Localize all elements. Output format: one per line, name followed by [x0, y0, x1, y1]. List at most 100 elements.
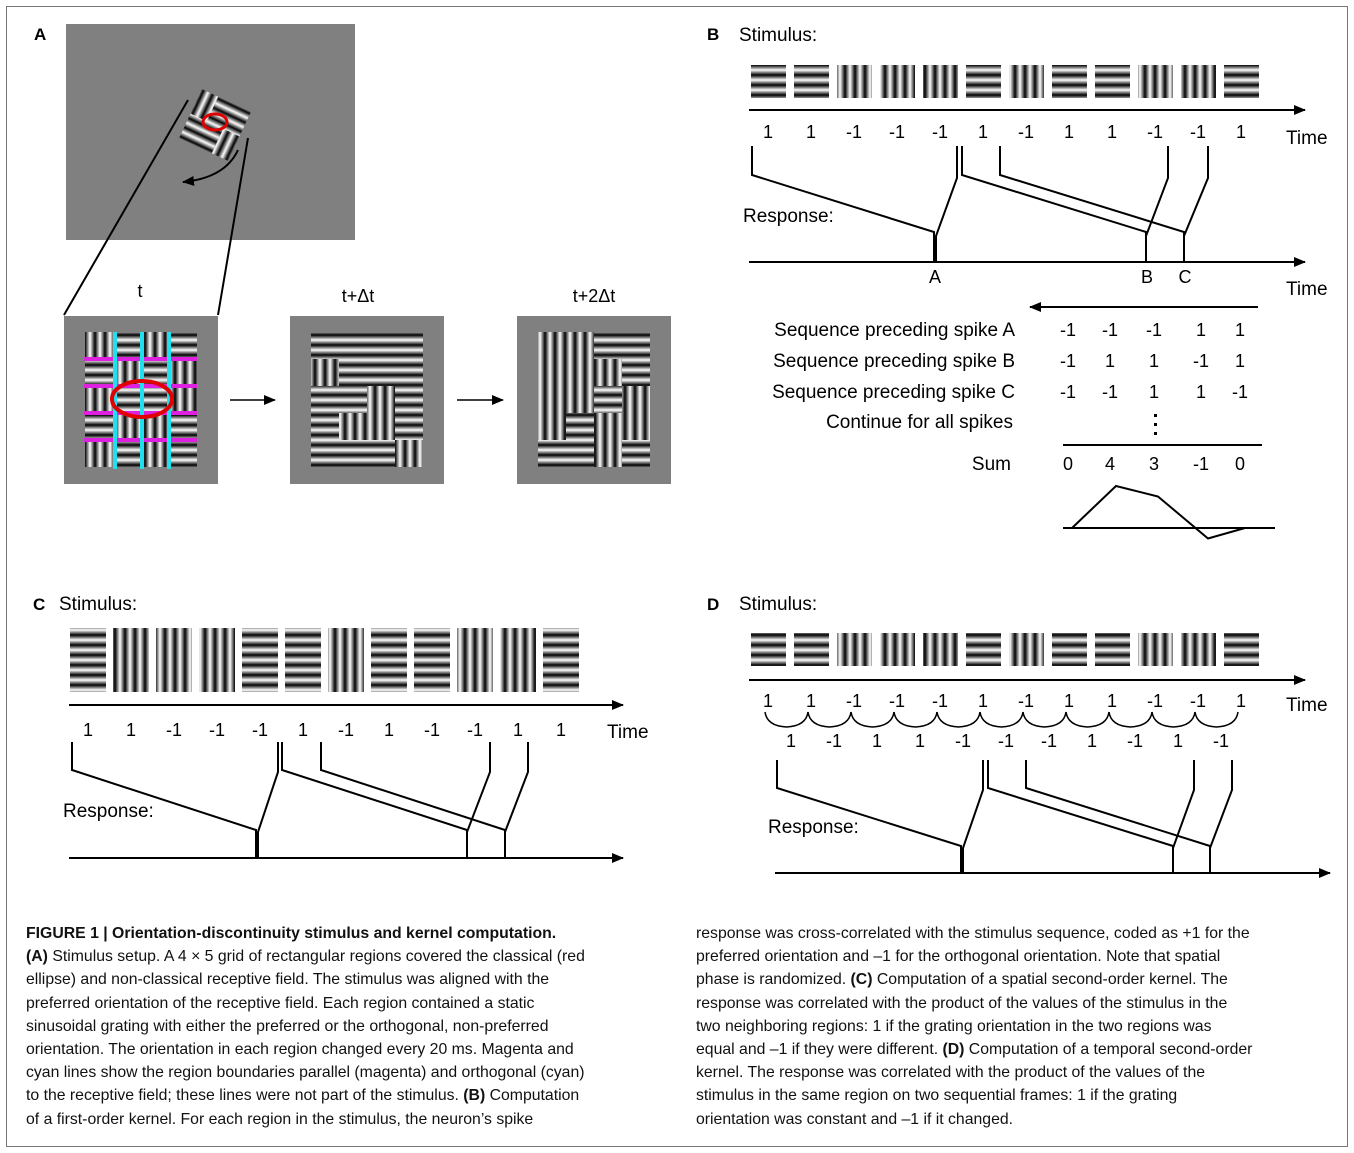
- grating-region: [339, 386, 367, 413]
- product-value: -1: [955, 731, 971, 751]
- grating-region: [594, 440, 622, 467]
- grating-region: [395, 359, 423, 386]
- stimulus-value: 1: [763, 691, 773, 711]
- stimulus-value: 1: [298, 720, 308, 740]
- sequence-value: 1: [1105, 351, 1115, 371]
- stimulus-frame: [880, 65, 915, 98]
- brace: [893, 711, 938, 728]
- time-label-d: Time: [1286, 695, 1328, 716]
- caption-line: kernel. The response was correlated with…: [696, 1061, 1336, 1084]
- caption-text-run: equal and –1 if they were different.: [696, 1041, 943, 1059]
- figure-border: [6, 6, 1348, 1147]
- caption-text-run: Stimulus setup. A 4 × 5 grid of rectangu…: [47, 948, 585, 966]
- stimulus-frame: [414, 628, 450, 692]
- caption-line: preferred orientation and –1 for the ort…: [696, 945, 1336, 968]
- stimulus-value: 1: [1064, 691, 1074, 711]
- frame-t: [64, 316, 218, 484]
- grating-region: [622, 386, 650, 413]
- caption-text-run: kernel. The response was correlated with…: [696, 1064, 1206, 1082]
- caption-line: two neighboring regions: 1 if the gratin…: [696, 1015, 1336, 1038]
- stimulus-value: -1: [846, 691, 862, 711]
- caption-text-run: preferred orientation of the receptive f…: [26, 994, 535, 1012]
- spike-label-b: B: [1141, 267, 1153, 287]
- stimulus-value: 1: [1236, 122, 1246, 142]
- sequence-label: Sequence preceding spike C: [772, 382, 1015, 403]
- grating-region: [141, 386, 169, 413]
- caption-line: preferred orientation of the receptive f…: [26, 992, 666, 1015]
- grating-region: [594, 413, 622, 440]
- spike-windows-c: [71, 742, 529, 858]
- product-value: 1: [1173, 731, 1183, 751]
- stimulus-value: 1: [556, 720, 566, 740]
- grating-region: [594, 332, 622, 359]
- stimulus-value: -1: [932, 691, 948, 711]
- grating-region: [566, 332, 594, 359]
- stimulus-value: -1: [1147, 122, 1163, 142]
- caption-line: equal and –1 if they were different. (D)…: [696, 1038, 1336, 1061]
- sum-value: 4: [1105, 454, 1115, 474]
- caption-text-run: ellipse) and non-classical receptive fie…: [26, 971, 550, 989]
- sum-label: Sum: [972, 454, 1011, 475]
- grating-region: [594, 386, 622, 413]
- brace: [764, 711, 809, 728]
- stimulus-frame: [880, 633, 915, 666]
- grating-region: [594, 359, 622, 386]
- stimulus-frame: [1052, 633, 1087, 666]
- brace: [1151, 711, 1196, 728]
- stimulus-frame: [1138, 633, 1173, 666]
- stimulus-value: -1: [1018, 691, 1034, 711]
- caption-line: FIGURE 1 | Orientation-discontinuity sti…: [26, 922, 666, 945]
- sequence-value: -1: [1146, 320, 1162, 340]
- grating-region: [395, 386, 423, 413]
- grating-region: [622, 440, 650, 467]
- grating-region: [367, 440, 395, 467]
- sequence-value: 1: [1196, 382, 1206, 402]
- stimulus-value: -1: [1147, 691, 1163, 711]
- caption-bold-run: FIGURE 1 | Orientation-discontinuity sti…: [26, 925, 557, 942]
- sequence-value: -1: [1060, 320, 1076, 340]
- grating-region: [85, 332, 113, 359]
- grating-region: [169, 332, 197, 359]
- caption-line: cyan lines show the region boundaries pa…: [26, 1061, 666, 1084]
- frame-label-t-2dt: t+2Δt: [573, 286, 616, 306]
- caption-line: stimulus in the same region on two seque…: [696, 1084, 1336, 1107]
- grating-region: [367, 413, 395, 440]
- caption-line: phase is randomized. (C) Computation of …: [696, 968, 1336, 991]
- brace: [1022, 711, 1067, 728]
- stimulus-value: -1: [209, 720, 225, 740]
- stimulus-value: -1: [889, 691, 905, 711]
- stimulus-value: 1: [978, 122, 988, 142]
- grating-region: [367, 386, 395, 413]
- grating-region: [141, 332, 169, 359]
- caption-bold-run: (C): [850, 971, 873, 989]
- grating-region: [339, 359, 367, 386]
- panel-c-letter: C: [33, 595, 45, 614]
- brace: [807, 711, 852, 728]
- caption-line: ellipse) and non-classical receptive fie…: [26, 968, 666, 991]
- caption-text-run: cyan lines show the region boundaries pa…: [26, 1064, 585, 1082]
- stimulus-value: 1: [1236, 691, 1246, 711]
- sum-value: -1: [1193, 454, 1209, 474]
- frame-label-t-dt: t+Δt: [342, 286, 375, 306]
- stimulus-frame: [242, 628, 278, 692]
- grating-region: [367, 332, 395, 359]
- stimulus-frame: [500, 628, 536, 692]
- stimulus-value: 1: [83, 720, 93, 740]
- stimulus-value: 1: [978, 691, 988, 711]
- panel-b-stimulus-label: Stimulus:: [739, 25, 817, 46]
- caption-text-run: phase is randomized.: [696, 971, 851, 989]
- grating-region: [113, 440, 141, 467]
- grating-region: [339, 440, 367, 467]
- frame-t-plus-dt: [290, 316, 444, 484]
- spike-label-c: C: [1179, 267, 1192, 287]
- stimulus-value: -1: [932, 122, 948, 142]
- caption-text-run: Computation of a spatial second-order ke…: [872, 971, 1228, 989]
- stimulus-frame: [1181, 65, 1216, 98]
- vertical-ellipsis-icon: [1154, 414, 1157, 435]
- panel-b-letter: B: [707, 25, 719, 44]
- caption-text-run: Computation: [485, 1087, 580, 1105]
- sequence-label: Sequence preceding spike B: [773, 351, 1015, 372]
- caption-text-run: orientation was constant and –1 if it ch…: [696, 1110, 1014, 1128]
- grating-region: [566, 386, 594, 413]
